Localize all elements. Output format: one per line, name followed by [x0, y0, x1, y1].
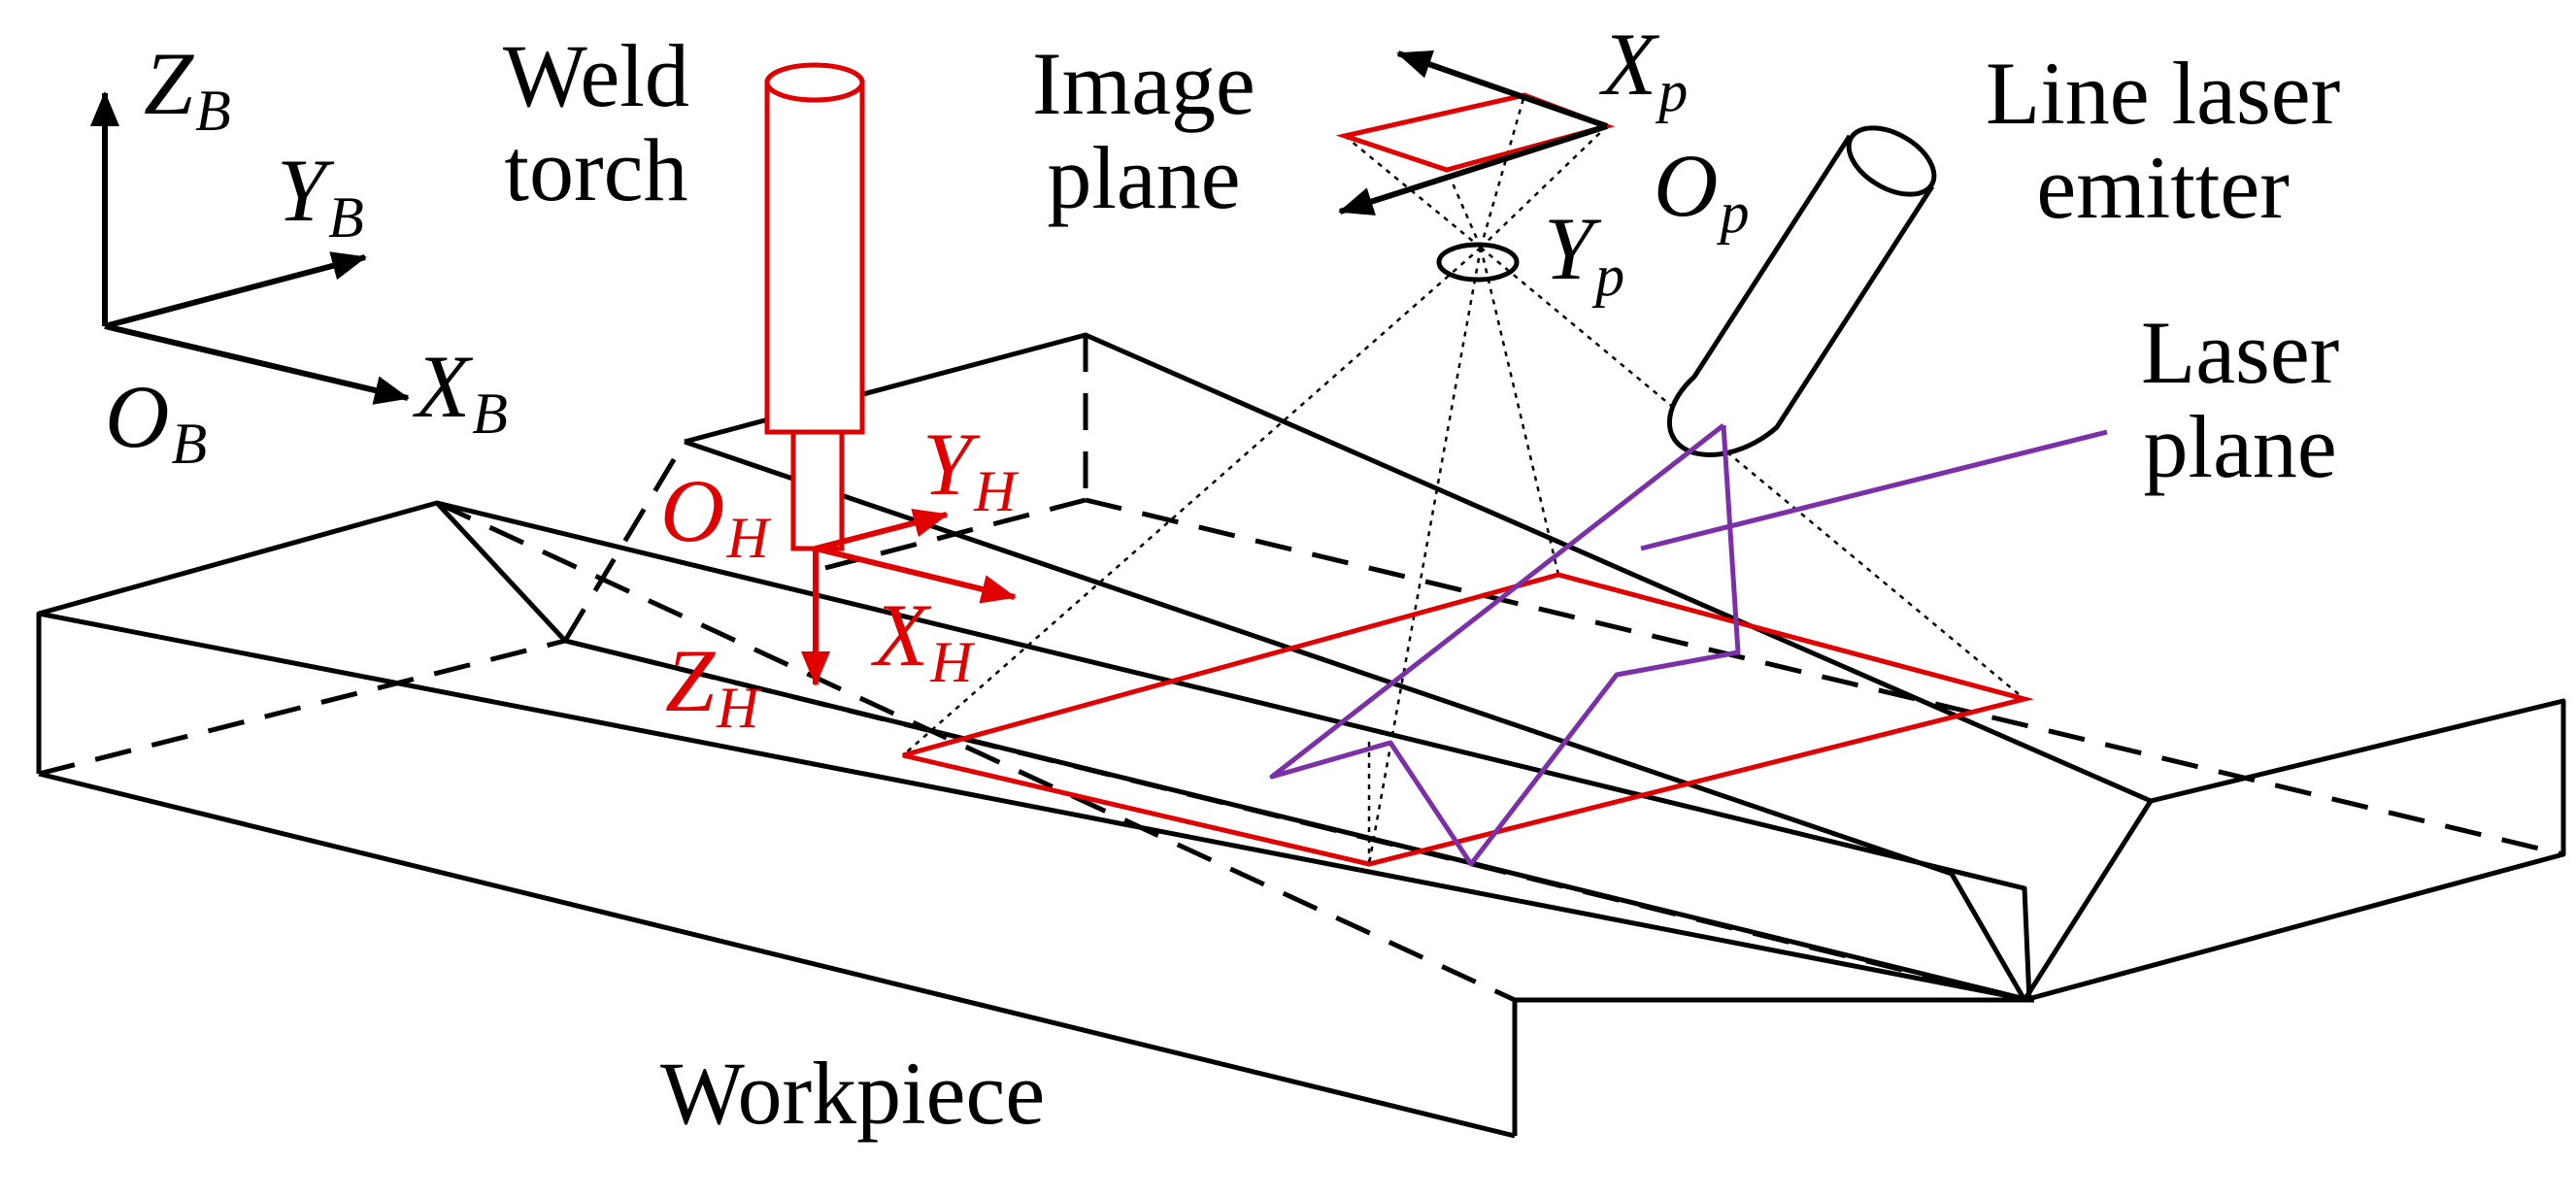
camera-lens — [1436, 242, 1520, 283]
laser-plane-leader — [1640, 429, 2108, 551]
weld-torch — [764, 62, 865, 551]
laser-stripe — [1269, 423, 2108, 867]
label-yp: Yp — [1544, 199, 1625, 308]
camera-rays — [902, 94, 2025, 865]
yh-axis — [815, 509, 949, 551]
label-xb: XB — [416, 337, 508, 446]
image-plane — [1335, 92, 1616, 173]
label-yh: YH — [922, 415, 1017, 523]
label-yb: YB — [277, 141, 364, 250]
label-zh: ZH — [665, 631, 759, 740]
workpiece-left-top — [36, 500, 2032, 1003]
xb-axis — [104, 323, 410, 405]
torch-frame-axes — [801, 509, 1017, 686]
workpiece-hidden-edges — [38, 335, 2564, 1003]
label-op: Op — [1654, 136, 1750, 245]
xh-axis — [815, 546, 1017, 604]
yb-axis — [104, 251, 367, 329]
op-axis — [1338, 123, 1608, 216]
field-of-view — [902, 572, 2034, 867]
label-zb: ZB — [144, 34, 231, 143]
label-xh: XH — [874, 585, 973, 694]
line-laser-emitter — [1666, 125, 1937, 457]
label-oh: OH — [660, 461, 769, 570]
xp-axis — [1396, 50, 1608, 129]
label-ob: OB — [105, 367, 208, 476]
camera-frame-axes — [1338, 50, 1608, 216]
label-xp: Xp — [1602, 15, 1689, 123]
base-frame — [90, 91, 410, 405]
label-workpiece: Workpiece — [660, 1044, 1046, 1143]
